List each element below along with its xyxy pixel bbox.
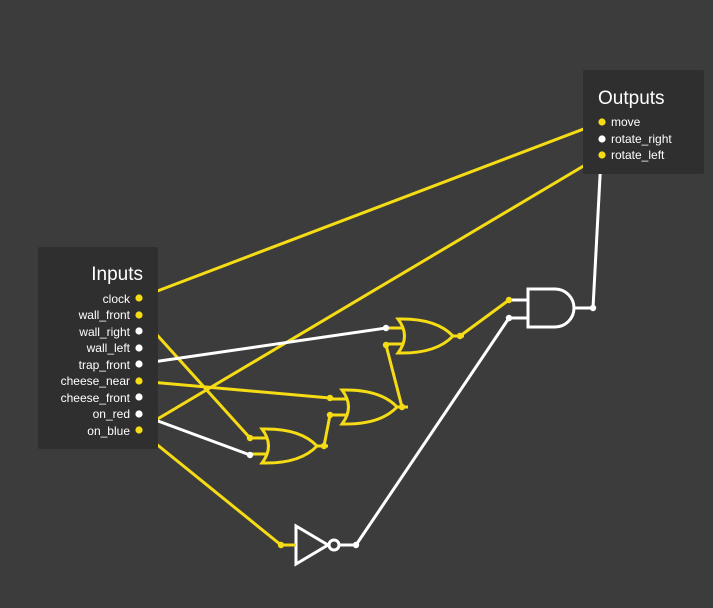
- or-gate-3-body: [395, 317, 456, 355]
- and-gate-1-body: [526, 287, 576, 329]
- outputs-panel: Outputs move rotate_right rotate_left: [583, 70, 704, 174]
- pin-dot-6[interactable]: [398, 403, 406, 411]
- pin-dot-10[interactable]: [505, 296, 513, 304]
- pin-dot-13[interactable]: [277, 541, 285, 549]
- wire-7: [137, 428, 283, 547]
- input-label-wall-left: wall_left: [86, 341, 130, 355]
- output-label-move: move: [611, 115, 641, 129]
- wire-9: [384, 343, 404, 409]
- wire-5: [137, 326, 388, 366]
- pin-dot-4[interactable]: [326, 394, 334, 402]
- pin-dot-2[interactable]: [246, 451, 254, 459]
- wire-1: [137, 120, 604, 300]
- input-label-clock: clock: [102, 292, 130, 306]
- pin-dot-9[interactable]: [456, 332, 464, 340]
- input-label-wall-right: wall_right: [79, 325, 130, 339]
- output-label-rotate-right: rotate_right: [611, 132, 672, 146]
- input-label-cheese-near: cheese_near: [60, 374, 130, 388]
- pin-dot-1[interactable]: [246, 434, 254, 442]
- pin-dot-14[interactable]: [352, 541, 360, 549]
- input-label-on-red: on_red: [92, 407, 130, 421]
- or-gate-1-body: [259, 427, 320, 465]
- outputs-title: Outputs: [598, 88, 665, 109]
- not-gate-1[interactable]: [281, 523, 356, 567]
- wire-8: [322, 413, 332, 448]
- not-gate-1-bubble: [327, 538, 341, 552]
- and-gate-1[interactable]: [509, 287, 593, 329]
- wire-10: [458, 298, 511, 338]
- inputs-title: Inputs: [91, 264, 143, 285]
- or-gate-3[interactable]: [386, 317, 464, 355]
- pin-dot-8[interactable]: [382, 341, 390, 349]
- or-gate-2[interactable]: [330, 388, 408, 426]
- pin-dot-5[interactable]: [326, 411, 334, 419]
- pin-dot-11[interactable]: [505, 314, 513, 322]
- inputs-panel: Inputs clock wall_front wall_right wall_…: [38, 247, 158, 449]
- pin-dot-7[interactable]: [382, 324, 390, 332]
- input-label-cheese-front: cheese_front: [60, 391, 130, 405]
- input-label-on-blue: on_blue: [87, 424, 130, 438]
- or-gate-1[interactable]: [250, 427, 328, 465]
- or-gate-2-body: [339, 388, 400, 426]
- input-label-trap-front: trap_front: [78, 358, 130, 372]
- input-label-wall-front: wall_front: [78, 308, 130, 322]
- output-label-rotate-left: rotate_left: [611, 148, 665, 162]
- wire-2: [137, 153, 604, 432]
- pin-dot-3[interactable]: [320, 442, 328, 450]
- not-gate-1-body: [294, 523, 331, 567]
- pin-dot-12[interactable]: [589, 304, 597, 312]
- wire-6: [137, 379, 332, 400]
- wire-11: [354, 316, 511, 547]
